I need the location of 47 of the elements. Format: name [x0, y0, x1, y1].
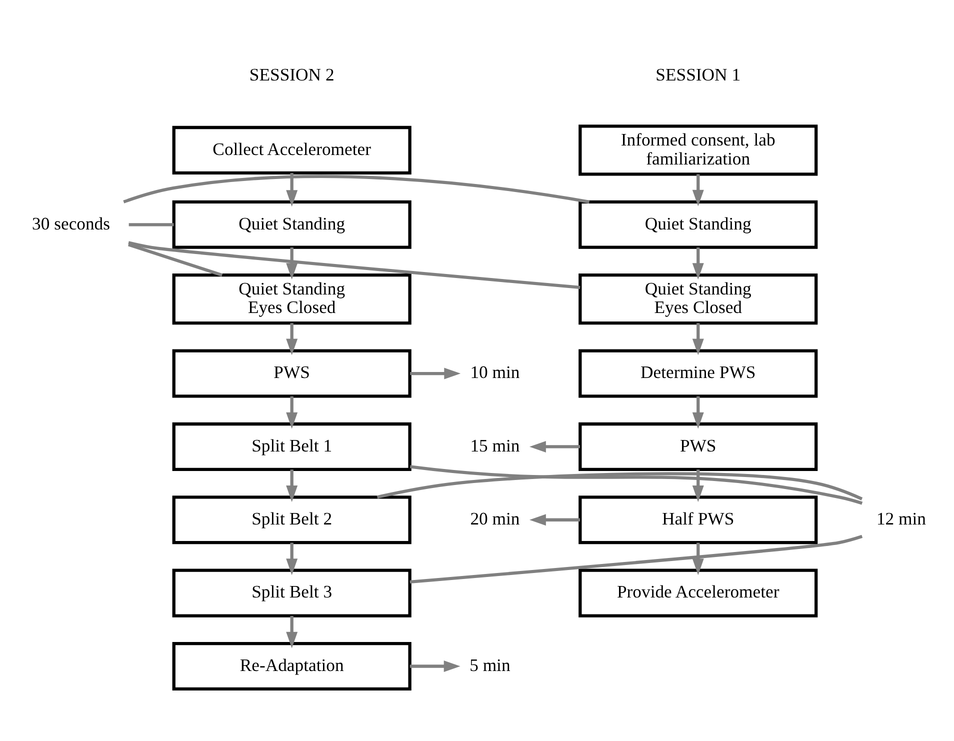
node-box: PWS — [172, 348, 412, 398]
node-box: PWS — [578, 422, 818, 470]
arrow — [692, 174, 704, 206]
node-box: Half PWS — [578, 495, 818, 544]
arrow — [692, 246, 704, 280]
node-text: 20 min — [470, 508, 520, 528]
arrow — [692, 322, 704, 355]
arrow — [286, 615, 298, 648]
label: SESSION 2 — [249, 64, 334, 84]
node-box: Quiet Standing — [172, 200, 412, 248]
node-text: 10 min — [470, 362, 520, 382]
arrow — [286, 542, 298, 575]
arrow — [529, 514, 580, 526]
arrow — [286, 322, 298, 355]
arrow — [410, 660, 460, 672]
node-box: Split Belt 1 — [172, 422, 412, 470]
connector — [410, 534, 863, 583]
arrow — [410, 367, 461, 379]
node-box: Collect Accelerometer — [172, 125, 412, 174]
arrow — [286, 246, 298, 280]
arrow — [286, 172, 298, 206]
connector — [128, 240, 580, 289]
node-text: 5 min — [470, 654, 510, 674]
node-box: Re-Adaptation — [172, 641, 412, 690]
node-text: 30 seconds — [32, 212, 110, 233]
connector — [376, 472, 863, 500]
connector — [128, 242, 223, 276]
arrow — [692, 469, 704, 502]
node-box: Informed consent, lab familiarization — [578, 124, 818, 176]
node-text: 15 min — [470, 434, 520, 455]
node-box: Split Belt 3 — [172, 568, 412, 617]
arrow — [529, 440, 580, 452]
node-text: 12 min — [876, 508, 926, 528]
arrow — [286, 396, 298, 428]
node-box: Quiet Standing Eyes Closed — [172, 273, 412, 324]
arrow — [286, 469, 298, 502]
node-box: Quiet Standing — [578, 200, 818, 248]
connector — [410, 464, 863, 504]
connector — [128, 222, 174, 226]
node-box: Split Belt 2 — [172, 495, 412, 544]
connector — [123, 174, 590, 203]
arrow — [692, 396, 704, 428]
node-box: Quiet Standing Eyes Closed — [578, 273, 818, 324]
node-box: Provide Accelerometer — [578, 568, 818, 617]
arrow — [692, 542, 704, 575]
node-box: Determine PWS — [578, 348, 818, 398]
label: SESSION 1 — [656, 64, 741, 84]
